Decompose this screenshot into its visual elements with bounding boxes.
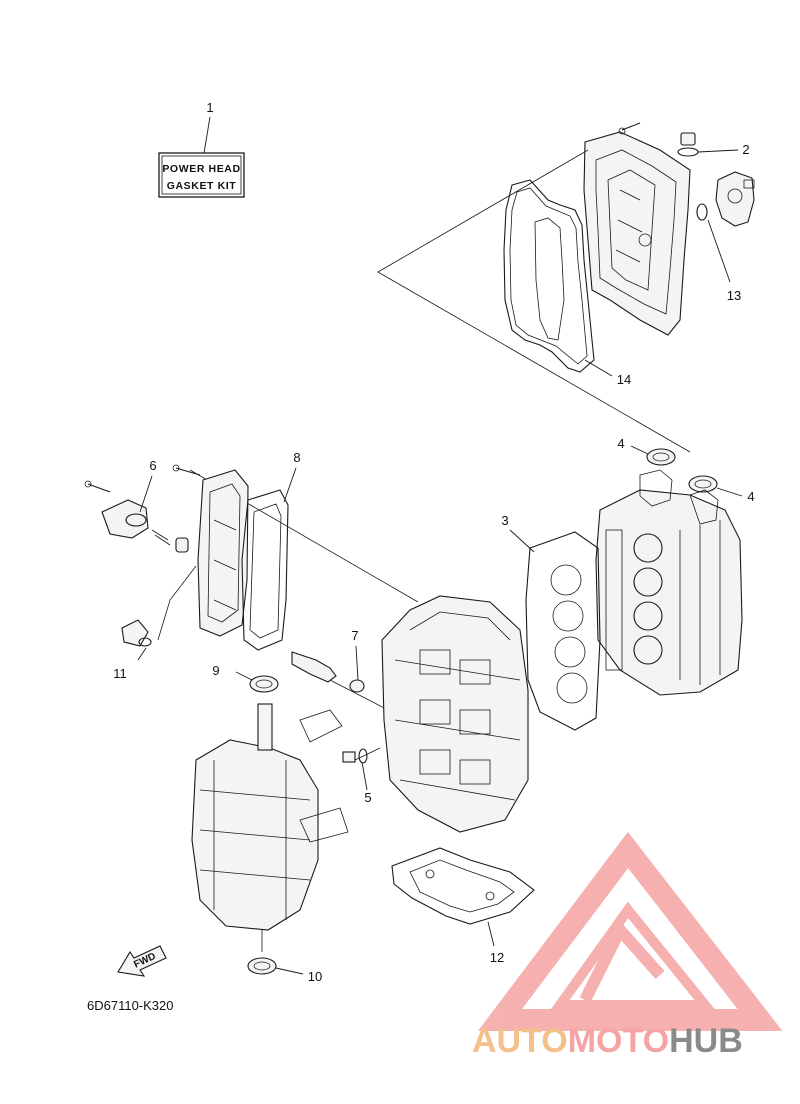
watermark-text-hub: HUB	[669, 1022, 743, 1060]
oil-seals	[630, 445, 743, 497]
watermark-text-auto: AUTO	[472, 1022, 568, 1060]
crankshaft-upper-seal	[235, 671, 279, 693]
crankcase-assembly	[191, 703, 349, 952]
callout-10: 10	[308, 969, 322, 984]
cylinder-head	[595, 469, 743, 696]
callout-8: 8	[293, 450, 300, 465]
watermark-wordmark: AUTOMOTOHUB	[472, 1022, 743, 1060]
callout-1: 1	[206, 100, 213, 115]
callout-5: 5	[364, 790, 371, 805]
forward-direction-arrow: FWD	[117, 945, 167, 977]
exhaust-cover	[172, 464, 249, 637]
callout-6: 6	[149, 458, 156, 473]
rocker-cover	[583, 122, 755, 336]
exhaust-cover-gasket	[241, 467, 297, 651]
callout-7: 7	[351, 628, 358, 643]
callout-4b: 4	[747, 489, 754, 504]
temperature-sensor	[291, 645, 368, 791]
exhaust-guide-gasket	[391, 847, 535, 947]
diagram-code: 6D67110-K320	[87, 998, 174, 1013]
callout-13: 13	[727, 288, 741, 303]
watermark-logo	[477, 831, 783, 1031]
callout-14: 14	[617, 372, 631, 387]
callout-3: 3	[501, 513, 508, 528]
callout-4a: 4	[617, 436, 624, 451]
thermostat-housing	[84, 475, 197, 661]
rocker-cover-gasket	[503, 179, 613, 377]
callout-9: 9	[212, 663, 219, 678]
callout-2: 2	[742, 142, 749, 157]
crankshaft-lower-seal	[247, 957, 304, 975]
assembly-guide-lines	[189, 149, 691, 761]
watermark-text-moto: MOTO	[568, 1022, 669, 1060]
kit-label-line2: GASKET KIT	[167, 180, 237, 192]
svg-text:AUTOMOTOHUB: AUTOMOTOHUB	[472, 1022, 743, 1060]
callout-11: 11	[113, 666, 127, 681]
head-gasket	[509, 529, 601, 731]
callout-12: 12	[490, 950, 504, 965]
gasket-kit-label: POWER HEAD GASKET KIT	[158, 116, 245, 198]
cylinder-block	[381, 595, 529, 833]
kit-label-line1: POWER HEAD	[162, 163, 240, 175]
